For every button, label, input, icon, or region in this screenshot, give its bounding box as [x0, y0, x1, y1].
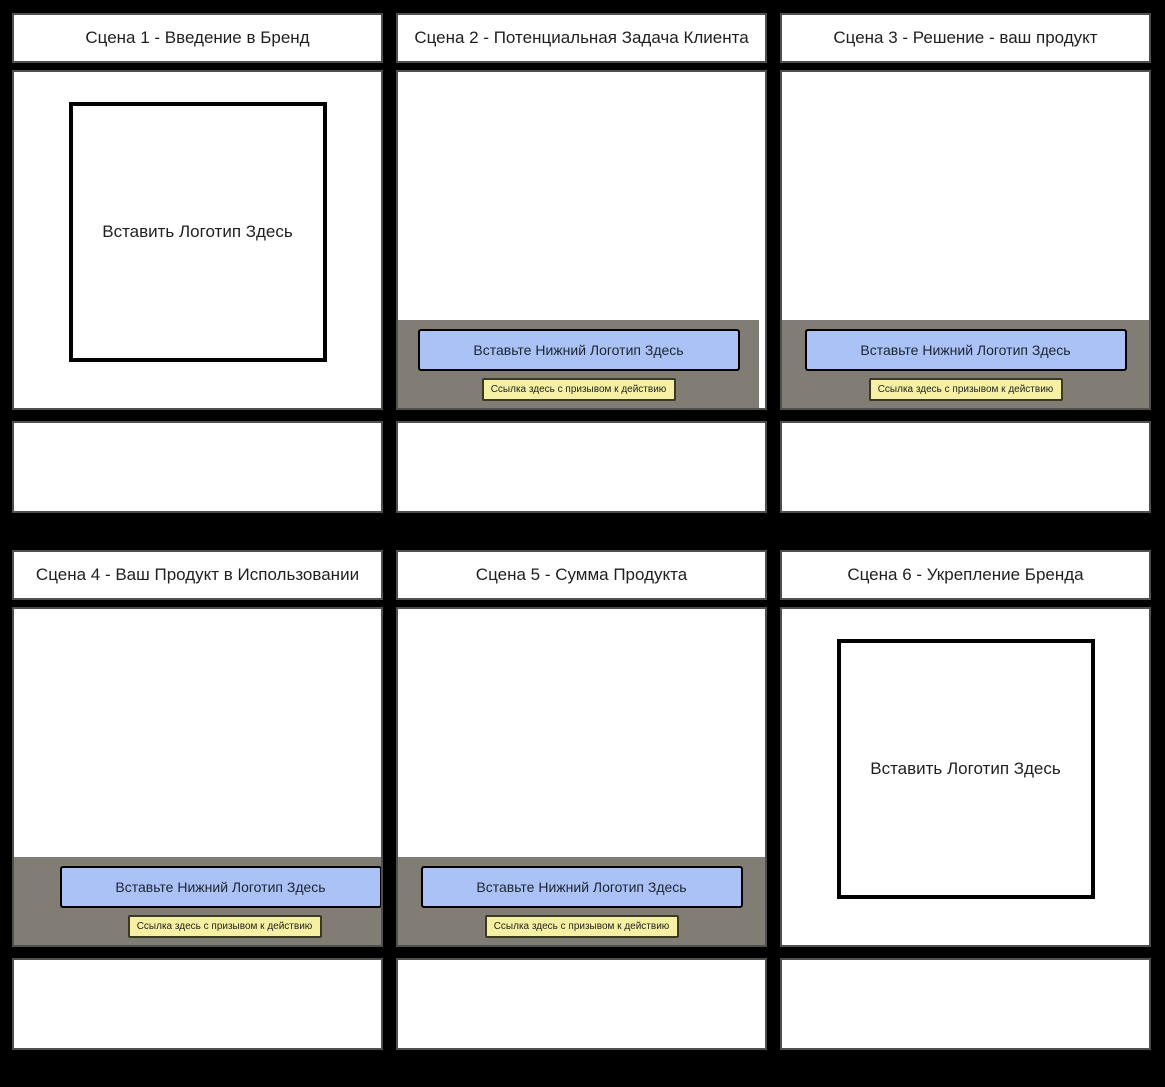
scene-4: Сцена 4 - Ваш Продукт в Использовании Вс… — [12, 550, 383, 1050]
scene-1-description-box[interactable] — [12, 421, 383, 513]
scene-2-canvas[interactable]: Вставьте Нижний Логотип Здесь Ссылка зде… — [396, 70, 767, 410]
footer-bar[interactable]: Вставьте Нижний Логотип Здесь Ссылка зде… — [14, 857, 381, 945]
scene-4-canvas[interactable]: Вставьте Нижний Логотип Здесь Ссылка зде… — [12, 607, 383, 947]
scene-6-description-box[interactable] — [780, 958, 1151, 1050]
scene-title-text: Сцена 3 - Решение - ваш продукт — [833, 28, 1098, 47]
scene-6: Сцена 6 - Укрепление Бренда Вставить Лог… — [780, 550, 1151, 1050]
footer-logo-button[interactable]: Вставьте Нижний Логотип Здесь — [417, 329, 740, 371]
scene-title-text: Сцена 2 - Потенциальная Задача Клиента — [414, 28, 749, 47]
scene-4-description-box[interactable] — [12, 958, 383, 1050]
scene-5-description-box[interactable] — [396, 958, 767, 1050]
scene-title-text: Сцена 4 - Ваш Продукт в Использовании — [35, 565, 360, 584]
scene-2-title-bar[interactable]: Сцена 2 - Потенциальная Задача Клиента — [396, 13, 767, 63]
logo-placeholder-box[interactable]: Вставить Логотип Здесь — [68, 102, 327, 362]
footer-bar[interactable]: Вставьте Нижний Логотип Здесь Ссылка зде… — [398, 857, 765, 945]
scene-2: Сцена 2 - Потенциальная Задача Клиента В… — [396, 13, 767, 513]
footer-logo-button[interactable]: Вставьте Нижний Логотип Здесь — [804, 329, 1127, 371]
scene-6-canvas[interactable]: Вставить Логотип Здесь — [780, 607, 1151, 947]
scene-1-title-bar[interactable]: Сцена 1 - Введение в Бренд — [12, 13, 383, 63]
scene-1: Сцена 1 - Введение в Бренд Вставить Лого… — [12, 13, 383, 513]
scene-3-title-bar[interactable]: Сцена 3 - Решение - ваш продукт — [780, 13, 1151, 63]
footer-logo-button[interactable]: Вставьте Нижний Логотип Здесь — [59, 866, 381, 908]
cta-link-label[interactable]: Ссылка здесь с призывом к действию — [868, 378, 1063, 401]
logo-placeholder-text: Вставить Логотип Здесь — [102, 222, 293, 241]
scene-1-canvas[interactable]: Вставить Логотип Здесь — [12, 70, 383, 410]
scene-title-text: Сцена 6 - Укрепление Бренда — [847, 565, 1084, 584]
logo-placeholder-box[interactable]: Вставить Логотип Здесь — [836, 639, 1095, 899]
scene-title-text: Сцена 5 - Сумма Продукта — [475, 565, 688, 584]
scene-2-description-box[interactable] — [396, 421, 767, 513]
scene-5: Сцена 5 - Сумма Продукта Вставьте Нижний… — [396, 550, 767, 1050]
footer-bar[interactable]: Вставьте Нижний Логотип Здесь Ссылка зде… — [398, 320, 759, 408]
cta-link-label[interactable]: Ссылка здесь с призывом к действию — [127, 915, 322, 938]
cta-link-label[interactable]: Ссылка здесь с призывом к действию — [484, 915, 679, 938]
scene-4-title-bar[interactable]: Сцена 4 - Ваш Продукт в Использовании — [12, 550, 383, 600]
scene-3-canvas[interactable]: Вставьте Нижний Логотип Здесь Ссылка зде… — [780, 70, 1151, 410]
scene-3: Сцена 3 - Решение - ваш продукт Вставьте… — [780, 13, 1151, 513]
scene-5-canvas[interactable]: Вставьте Нижний Логотип Здесь Ссылка зде… — [396, 607, 767, 947]
logo-placeholder-text: Вставить Логотип Здесь — [870, 759, 1061, 778]
scene-title-text: Сцена 1 - Введение в Бренд — [85, 28, 310, 47]
cta-link-label[interactable]: Ссылка здесь с призывом к действию — [481, 378, 676, 401]
scene-3-description-box[interactable] — [780, 421, 1151, 513]
footer-logo-button[interactable]: Вставьте Нижний Логотип Здесь — [420, 866, 743, 908]
scene-6-title-bar[interactable]: Сцена 6 - Укрепление Бренда — [780, 550, 1151, 600]
scene-5-title-bar[interactable]: Сцена 5 - Сумма Продукта — [396, 550, 767, 600]
footer-bar[interactable]: Вставьте Нижний Логотип Здесь Ссылка зде… — [782, 320, 1149, 408]
